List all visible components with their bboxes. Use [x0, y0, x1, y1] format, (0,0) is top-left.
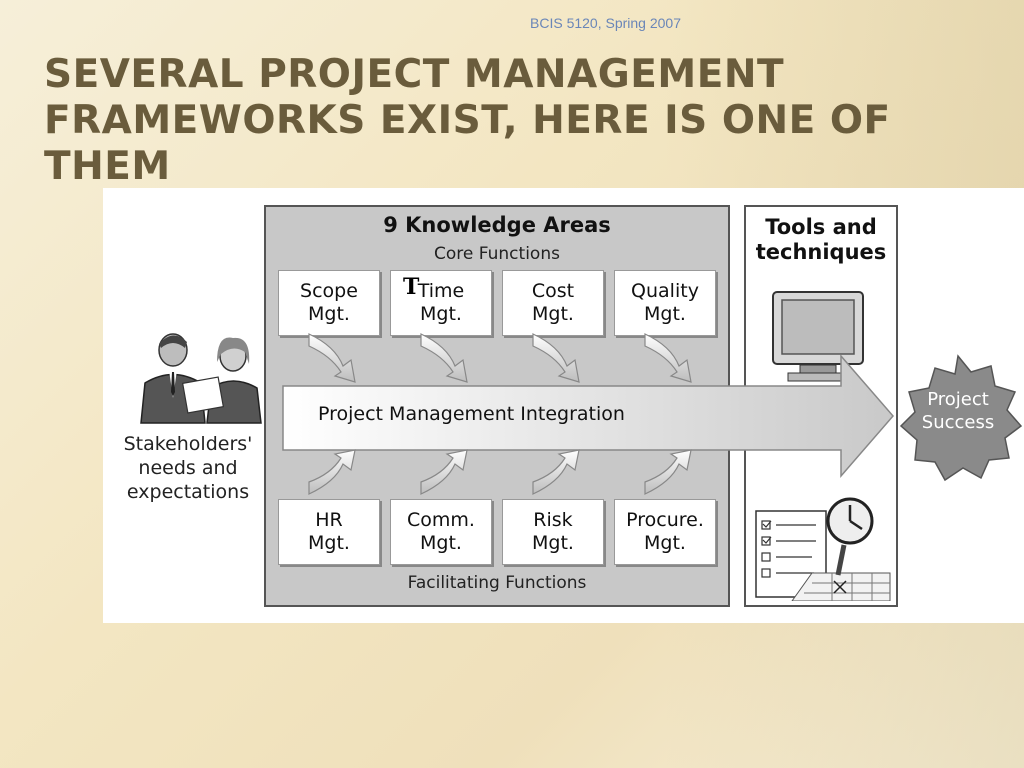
computer-icon [772, 291, 864, 382]
slide-title: Several Project Management Frameworks ex… [44, 52, 891, 189]
checklist-clock-icon [755, 497, 891, 601]
stray-char-overlay: T [403, 274, 420, 300]
stakeholders-label: Stakeholders' needs and expectations [123, 433, 253, 503]
cost-mgt-box: Cost Mgt. [502, 270, 604, 336]
procure-mgt-box: Procure. Mgt. [614, 499, 716, 565]
integration-label: Project Management Integration [318, 403, 625, 425]
project-success-label: Project Success [921, 389, 995, 433]
diagram-arrows [282, 333, 1023, 495]
stakeholders-illustration [140, 333, 262, 424]
knowledge-areas-title: 9 Knowledge Areas [383, 213, 611, 237]
comm-mgt-box: Comm. Mgt. [390, 499, 492, 565]
time-mgt-box: Time Mgt. [390, 270, 492, 336]
tools-title: Tools and techniques [755, 215, 887, 264]
quality-mgt-box: Quality Mgt. [614, 270, 716, 336]
framework-diagram: Stakeholders' needs and expectations 9 K… [103, 188, 1024, 623]
facilitating-functions-label: Facilitating Functions [407, 573, 587, 593]
core-functions-label: Core Functions [434, 244, 560, 264]
scope-mgt-box: Scope Mgt. [278, 270, 380, 336]
hr-mgt-box: HR Mgt. [278, 499, 380, 565]
course-header: BCIS 5120, Spring 2007 [530, 15, 681, 31]
risk-mgt-box: Risk Mgt. [502, 499, 604, 565]
